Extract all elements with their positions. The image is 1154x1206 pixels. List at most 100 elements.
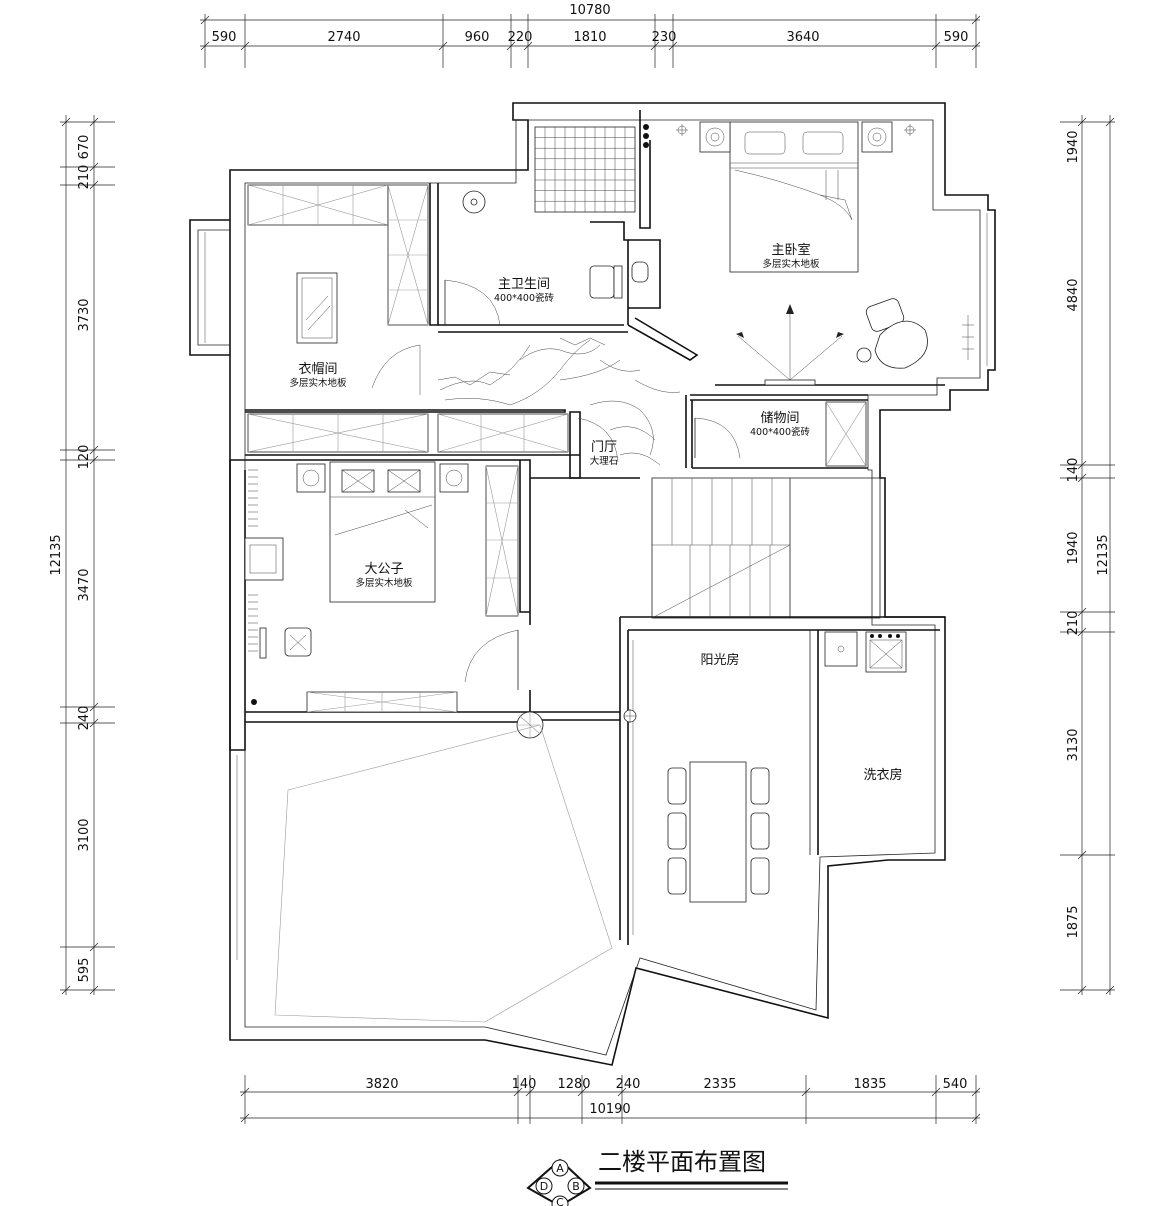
dim-bottom-2: 140 [512,1077,537,1092]
dim-bottom-6: 1835 [853,1077,886,1092]
dim-left-1: 670 [77,135,92,160]
compass-letter-b: B [572,1180,580,1193]
dimension-tick [931,41,941,51]
dimension-tick [89,180,99,190]
dimension-tick [1105,985,1115,995]
dim-top-2: 2740 [327,30,360,45]
son-room-furniture [244,461,519,713]
laundry-furniture [824,631,907,673]
dim-left-4: 120 [77,445,92,470]
room-storage-floor: 400*400瓷砖 [750,426,811,438]
dim-left-total: 12135 [49,534,64,575]
dim-top-6: 230 [652,30,677,45]
dimension-tick [931,1087,941,1097]
room-storage-label: 储物间 [760,411,799,426]
dimension-tick [971,15,981,25]
drawing-title: A B C D 二楼平面布置图 [526,1148,788,1206]
dim-left-2: 210 [77,165,92,190]
top-dimensions: 10780 590 2740 960 220 1810 230 3640 590 [200,3,981,68]
stairs [651,477,881,619]
dim-bottom-1: 3820 [365,1077,398,1092]
wardrobe-furniture [247,184,569,453]
dimension-tick [971,1113,981,1123]
dimension-tick [61,985,71,995]
compass-letter-c: C [556,1196,564,1206]
dimension-tick [240,41,250,51]
dim-right-total: 12135 [1096,534,1111,575]
dimension-tick [1077,607,1087,617]
right-dimensions: 12135 1940 4840 140 1940 210 3130 1875 [1060,115,1115,995]
dimension-tick [89,117,99,127]
dimension-tick [240,1087,250,1097]
dimension-tick [89,445,99,455]
master-bedroom-furniture [676,121,974,386]
dimension-tick [617,1087,627,1097]
fixture-dot-icon [643,124,649,130]
dim-top-3: 960 [465,30,490,45]
dim-right-4: 1940 [1066,531,1081,564]
room-wardrobe-label: 衣帽间 [298,361,337,377]
dim-top-total: 10780 [569,3,610,18]
terrace [274,724,613,1023]
dimension-tick [1077,117,1087,127]
dimension-tick [61,117,71,127]
dimension-tick [200,41,210,51]
dim-bottom-7: 540 [943,1077,968,1092]
dim-left-6: 240 [77,706,92,731]
dim-bottom-5: 2335 [703,1077,736,1092]
dim-left-7: 3100 [77,818,92,851]
dim-right-6: 3130 [1066,728,1081,761]
room-bath-label: 主卫生间 [498,277,550,292]
dim-right-1: 1940 [1066,130,1081,163]
dimension-tick [523,41,533,51]
storage-furniture [694,401,867,467]
dim-bottom-4: 240 [616,1077,641,1092]
dimension-tick [89,702,99,712]
dim-right-3: 140 [1066,458,1081,483]
room-wardrobe-floor: 多层实木地板 [289,377,347,389]
dimension-tick [801,1087,811,1097]
dimension-tick [200,15,210,25]
dim-top-8: 590 [944,30,969,45]
dimension-tick [89,985,99,995]
dimension-tick [506,41,516,51]
dimension-tick [89,942,99,952]
dimension-tick [1077,473,1087,483]
compass-letter-a: A [556,1162,564,1175]
dimension-tick [240,1113,250,1123]
room-son-label: 大公子 [364,562,403,577]
compass-badge: A B C D [526,1158,592,1206]
dimension-tick [1077,627,1087,637]
room-laundry-label: 洗衣房 [863,767,902,783]
dimension-tick [1077,850,1087,860]
dimension-tick [438,41,448,51]
dimension-tick [577,1087,587,1097]
dim-left-3: 3730 [77,298,92,331]
dim-bottom-3: 1280 [557,1077,590,1092]
dimension-tick [668,41,678,51]
dimension-tick [513,1087,523,1097]
dim-right-2: 4840 [1066,278,1081,311]
plan-title: 二楼平面布置图 [598,1148,766,1176]
dim-right-5: 210 [1066,611,1081,636]
bathroom-furniture [444,124,649,326]
dimension-tick [1077,460,1087,470]
dim-top-1: 590 [212,30,237,45]
foyer-floor [371,337,681,466]
left-dimensions: 12135 670 210 3730 120 3470 240 3100 595 [49,115,115,995]
dim-right-7: 1875 [1066,905,1081,938]
dimension-tick [650,41,660,51]
dimension-tick [525,1087,535,1097]
sunroom-furniture [516,709,770,903]
dim-left-8: 595 [77,958,92,983]
dimension-tick [971,1087,981,1097]
walls [189,102,996,1066]
room-son-floor: 多层实木地板 [355,577,413,589]
room-sun-label: 阳光房 [700,652,739,668]
dim-top-5: 1810 [573,30,606,45]
room-master-label: 主卧室 [771,242,810,258]
room-foyer-floor: 大理石 [590,455,619,467]
fixture-dot-icon [643,142,649,148]
room-labels: 衣帽间 多层实木地板 主卫生间 400*400瓷砖 主卧室 多层实木地板 储物间… [289,242,902,783]
room-bath-floor: 400*400瓷砖 [494,292,555,304]
